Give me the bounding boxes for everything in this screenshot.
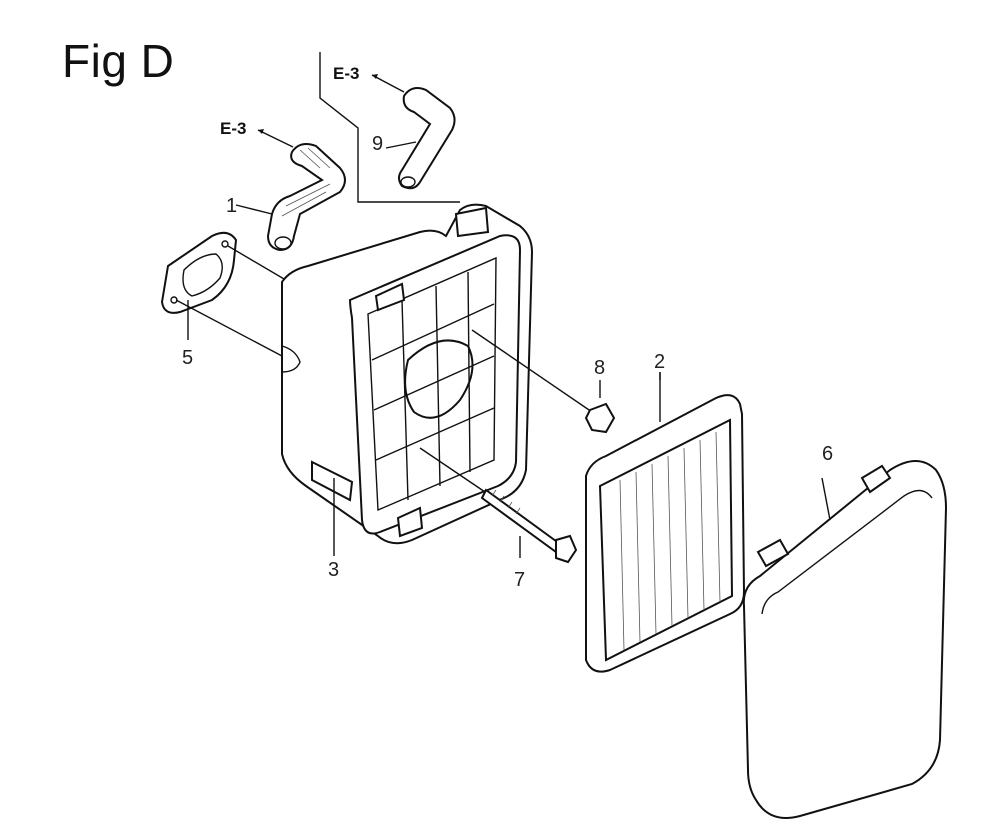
reference-arrow-left: [257, 129, 294, 148]
gasket-guide-line-2: [175, 299, 283, 357]
assembly-guide-line: [319, 52, 460, 203]
callout-5: 5: [182, 347, 193, 369]
gasket-part-5: [160, 231, 238, 314]
reference-label-left: E-3: [220, 119, 246, 138]
figure-title: Fig D: [62, 35, 175, 87]
callout-1: 1: [226, 195, 237, 217]
callout-8: 8: [594, 357, 605, 379]
callout-leaders: [187, 141, 661, 556]
air-cleaner-case-part-3: [281, 203, 534, 545]
air-cleaner-cover-part-6: [742, 460, 948, 819]
air-filter-element-part-2: [585, 372, 746, 673]
long-bolt-part-7: [419, 447, 578, 564]
callout-6: 6: [822, 443, 833, 465]
callout-9: 9: [372, 133, 383, 155]
callout-2: 2: [654, 351, 665, 373]
reference-label-top: E-3: [333, 64, 359, 83]
flange-bolt-part-8: [471, 329, 616, 434]
tube-part-9: [398, 87, 456, 190]
callout-7: 7: [514, 569, 525, 591]
reference-arrow-top: [371, 74, 405, 93]
callout-3: 3: [328, 559, 339, 581]
breather-tube-part-1: [266, 143, 346, 252]
